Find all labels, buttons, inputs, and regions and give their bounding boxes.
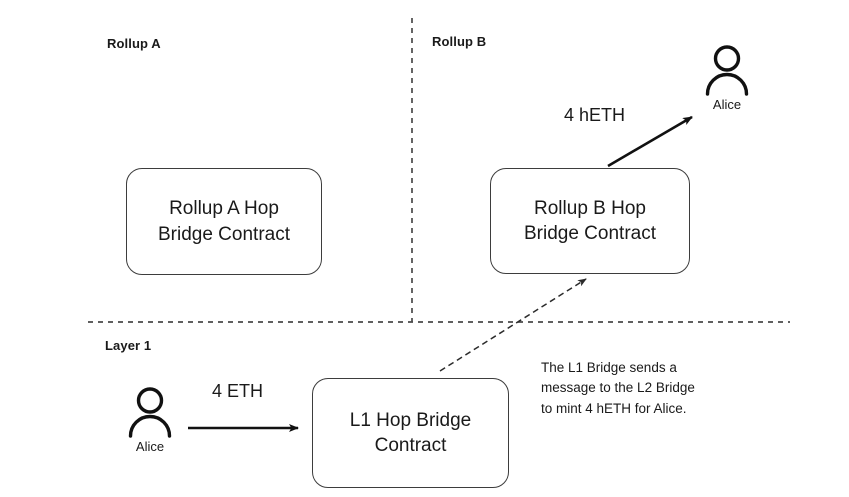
edge-label-eth-deposit: 4 ETH xyxy=(212,381,264,401)
node-rollup-a-hop-bridge-contract: Rollup A Hop Bridge Contract xyxy=(126,168,322,275)
node-rollup-a-label: Rollup A Hop Bridge Contract xyxy=(157,198,290,245)
edge-l1-to-l2-message xyxy=(439,278,587,372)
actor-alice-rollup-b: Alice xyxy=(700,44,754,112)
edge-label-heth-transfer: 4 hETH xyxy=(564,105,626,125)
node-l1-hop-bridge-contract: L1 Hop Bridge Contract xyxy=(312,378,509,488)
edge-heth-transfer xyxy=(607,115,693,168)
actor-alice-layer-1: Alice xyxy=(123,386,177,454)
node-l1-label: L1 Hop Bridge Contract xyxy=(349,409,472,456)
node-rollup-b-hop-bridge-contract: Rollup B Hop Bridge Contract xyxy=(490,168,690,274)
zone-label-rollup-b: Rollup B xyxy=(432,34,487,49)
person-icon xyxy=(128,387,172,438)
node-rollup-b-label: Rollup B Hop Bridge Contract xyxy=(523,197,656,244)
zone-label-layer-1: Layer 1 xyxy=(105,338,152,353)
zone-label-rollup-a: Rollup A xyxy=(107,36,161,51)
actor-alice-layer-1-label: Alice xyxy=(135,439,165,454)
annotation-bridge-message: The L1 Bridge sends a message to the L2 … xyxy=(541,360,695,416)
person-icon xyxy=(705,45,749,96)
actor-alice-rollup-b-label: Alice xyxy=(712,97,742,112)
